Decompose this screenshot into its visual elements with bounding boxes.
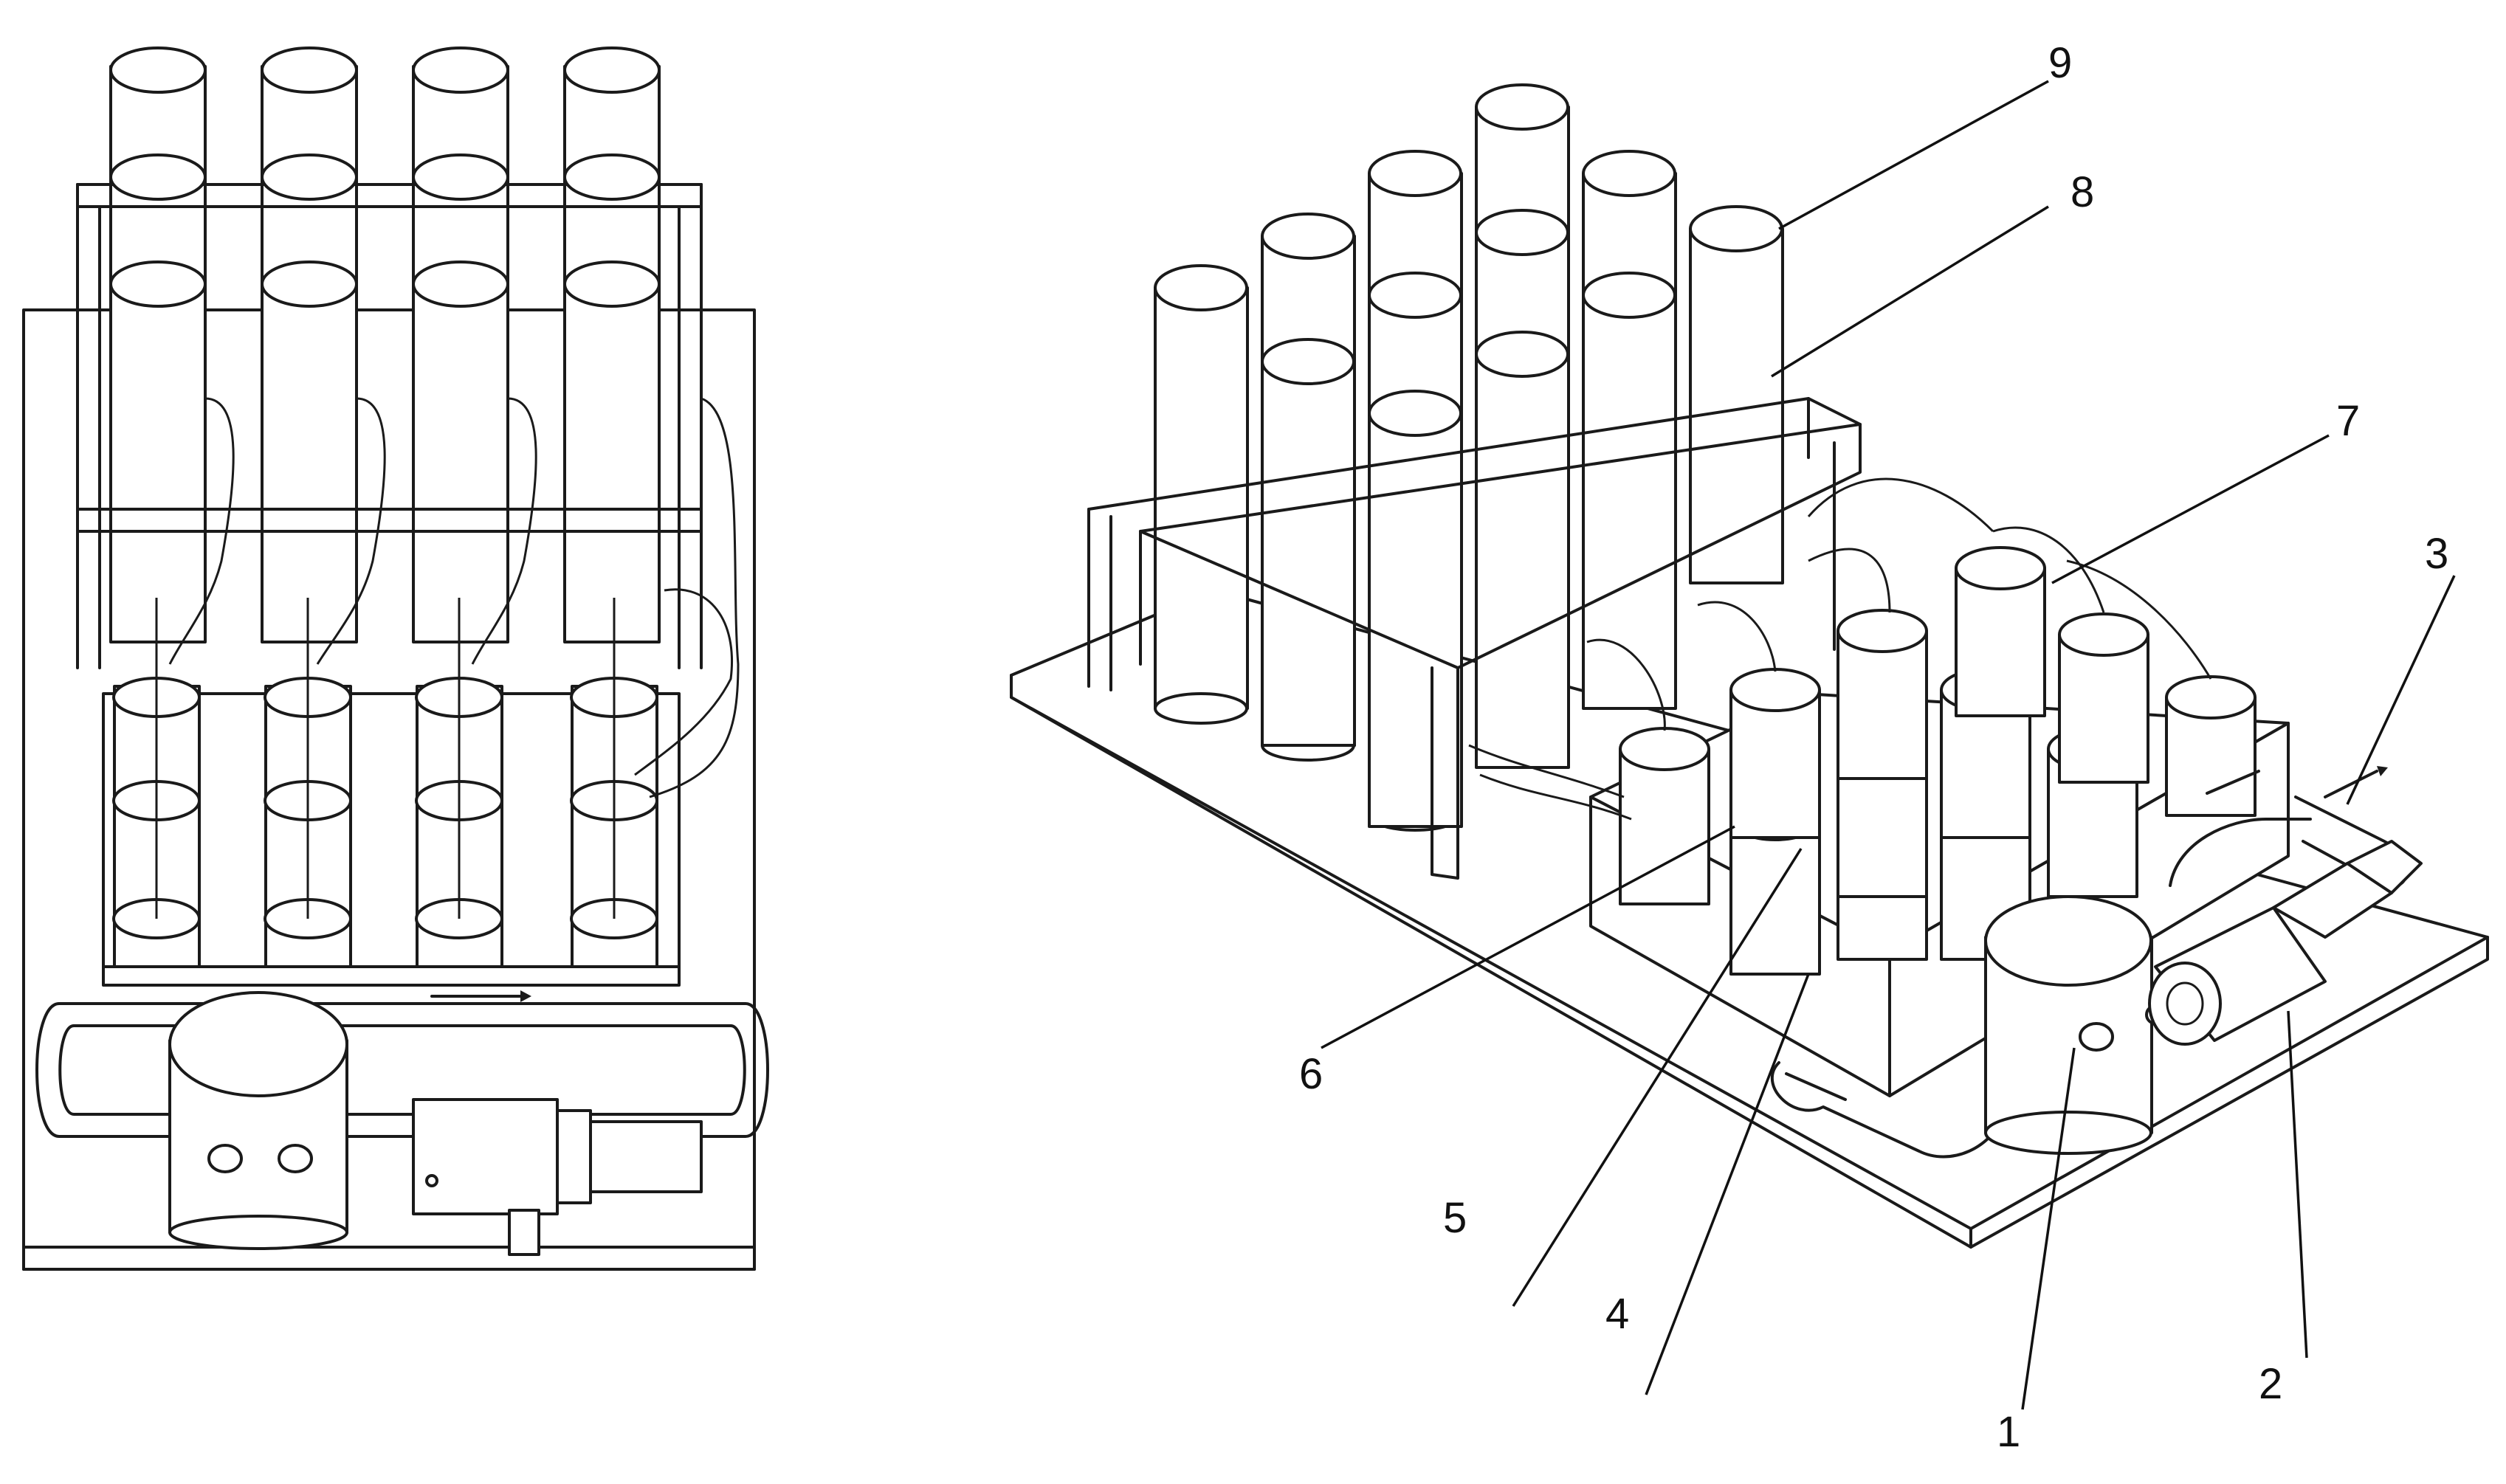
label-8: 8: [2070, 168, 2094, 216]
iso-frame: [1087, 397, 1862, 880]
label-5: 5: [1443, 1194, 1467, 1242]
front-pipe-loop: [35, 990, 769, 1138]
leader-lines: [1321, 80, 2456, 1410]
front-hoses: [155, 397, 740, 919]
iso-tall-cylinders: [1154, 83, 1784, 832]
label-4: 4: [1605, 1290, 1629, 1338]
front-upper-frame: [76, 183, 703, 669]
front-pump: [168, 991, 348, 1250]
front-tube-caps: [109, 46, 661, 308]
label-2: 2: [2259, 1360, 2282, 1408]
iso-hoses: [1468, 477, 2212, 821]
front-view: [22, 46, 769, 1271]
label-3: 3: [2425, 530, 2448, 578]
front-motor: [412, 1098, 703, 1256]
iso-motor: [2148, 840, 2423, 1046]
label-6: 6: [1299, 1050, 1323, 1098]
label-1: 1: [1997, 1408, 2020, 1456]
isometric-view: [1010, 83, 2489, 1249]
label-7: 7: [2336, 397, 2360, 445]
iso-pump: [1984, 895, 2166, 1155]
iso-small-bottles: [1619, 546, 2257, 976]
reference-numerals: 1 2 3 4 5 6 7 8 9: [1299, 39, 2448, 1456]
label-9: 9: [2048, 39, 2072, 87]
